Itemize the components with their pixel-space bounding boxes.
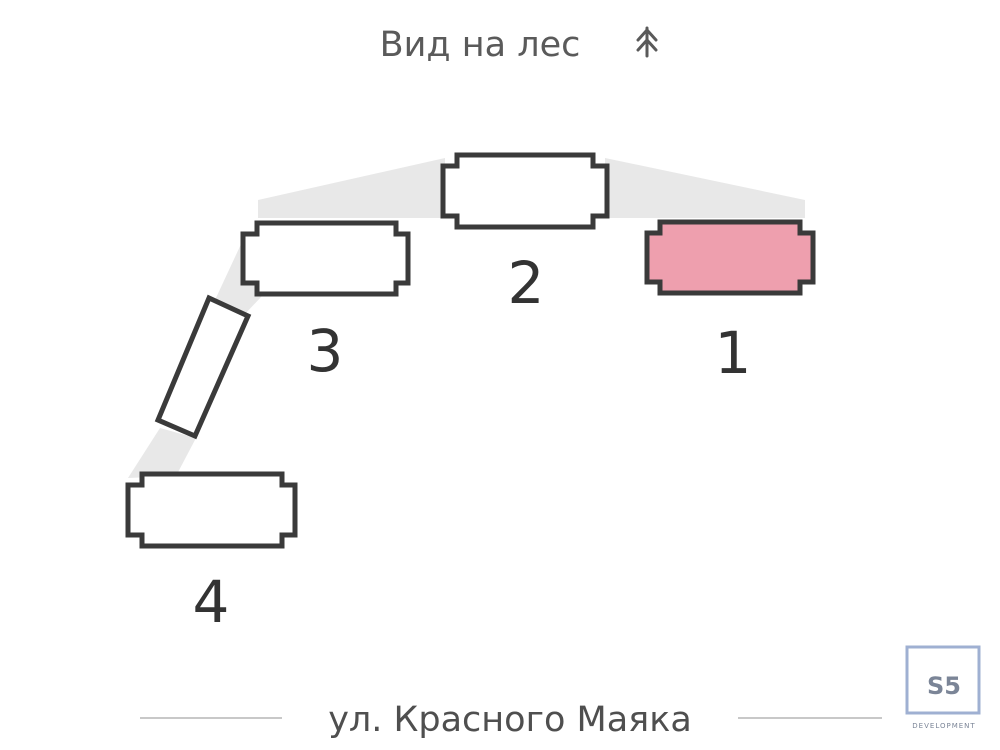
building-4-number: 4: [193, 568, 230, 636]
building-3-number: 3: [307, 317, 344, 385]
logo-frame: [905, 645, 981, 715]
view-label: Вид на лес: [380, 25, 581, 65]
building-4[interactable]: [125, 471, 298, 549]
building-3[interactable]: [240, 220, 411, 297]
link-block: [154, 294, 252, 440]
building-2[interactable]: [440, 152, 610, 230]
connector-2-1: [605, 158, 805, 218]
building-1[interactable]: [644, 219, 816, 296]
developer-logo: S5 DEVELOPMENT: [905, 645, 981, 730]
street-label: ул. Красного Маяка: [328, 700, 692, 740]
logo-subtitle: DEVELOPMENT: [912, 722, 975, 730]
connector-2-3: [258, 158, 445, 218]
connector-3-link: [215, 242, 262, 314]
building-2-number: 2: [508, 249, 545, 317]
logo-mark: S5: [927, 672, 961, 700]
tree-arrow-up-icon: [636, 26, 658, 58]
building-1-number: 1: [715, 319, 752, 387]
connector-link-4: [128, 428, 196, 478]
